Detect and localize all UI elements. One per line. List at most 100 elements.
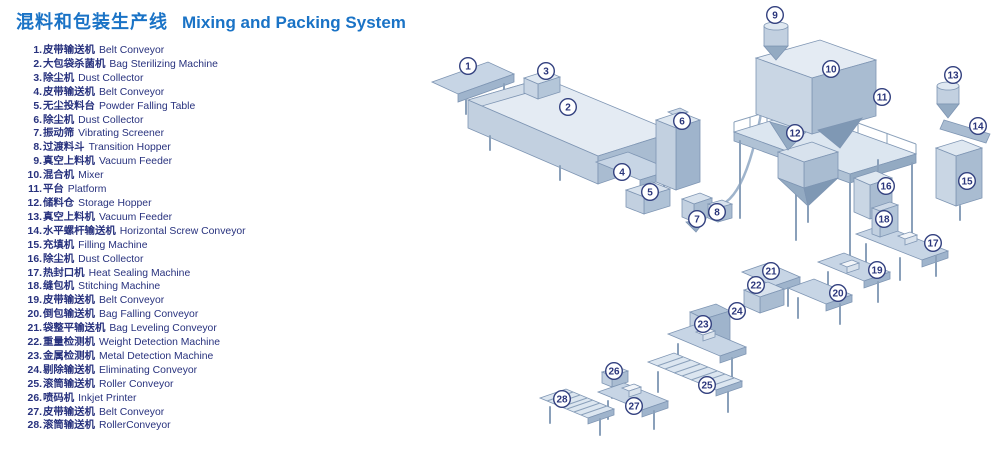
legend-english: Transition Hopper — [88, 142, 171, 154]
callout-13: 13 — [944, 65, 963, 84]
svg-text:6: 6 — [679, 116, 685, 127]
legend-number: 28. — [27, 420, 42, 432]
callout-21: 21 — [762, 262, 781, 281]
legend-english: Eliminating Conveyor — [98, 364, 198, 376]
callout-8: 8 — [708, 202, 727, 221]
svg-text:27: 27 — [628, 401, 640, 412]
machine-roller-conveyor-28 — [538, 388, 616, 436]
callout-28: 28 — [553, 390, 572, 409]
callout-24: 24 — [728, 302, 747, 321]
svg-text:13: 13 — [947, 70, 959, 81]
svg-text:2: 2 — [565, 102, 571, 113]
legend-chinese: 振动筛 — [43, 128, 75, 140]
callout-10: 10 — [822, 60, 841, 79]
legend-english: Vibrating Screener — [78, 128, 165, 140]
legend-number: 1. — [33, 45, 42, 56]
legend-chinese: 平台 — [43, 184, 64, 196]
machine-vacuum-feeder-9 — [763, 21, 789, 61]
legend-number: 2. — [33, 58, 42, 70]
callout-7: 7 — [688, 209, 707, 228]
legend-number: 15. — [27, 239, 42, 251]
callout-16: 16 — [877, 176, 896, 195]
title-chinese: 混料和包装生产线 — [16, 12, 168, 32]
legend-english: Horizontal Screw Conveyor — [119, 225, 246, 237]
legend-chinese: 金属检测机 — [43, 350, 95, 362]
svg-text:19: 19 — [871, 265, 883, 276]
legend-english: Heat Sealing Machine — [88, 267, 191, 279]
svg-text:4: 4 — [619, 167, 625, 178]
callout-23: 23 — [694, 315, 713, 334]
legend-english: Belt Conveyor — [98, 406, 165, 418]
callout-25: 25 — [698, 376, 717, 395]
legend-chinese: 皮带输送机 — [43, 295, 95, 307]
callout-1: 1 — [459, 57, 478, 76]
legend-number: 18. — [27, 281, 42, 293]
legend-chinese: 倒包输送机 — [43, 309, 95, 321]
legend-chinese: 储料仓 — [43, 197, 75, 209]
legend-english: Stitching Machine — [78, 281, 161, 293]
svg-text:14: 14 — [972, 121, 984, 132]
svg-text:16: 16 — [880, 181, 892, 192]
callout-11: 11 — [873, 87, 892, 106]
callout-17: 17 — [924, 233, 943, 252]
callout-markers: 1234567891011121314151617181920212223242… — [459, 5, 988, 416]
legend-chinese: 水平螺杆输送机 — [43, 225, 116, 237]
legend-english: Vacuum Feeder — [98, 211, 173, 223]
legend-number: 27. — [27, 406, 42, 418]
svg-text:7: 7 — [694, 214, 700, 225]
machine-mixer-10 — [754, 39, 878, 151]
legend-number: 4. — [33, 86, 42, 98]
legend-number: 23. — [27, 350, 42, 362]
legend-english: Bag Falling Conveyor — [98, 309, 199, 321]
legend-number: 10. — [27, 170, 42, 182]
callout-19: 19 — [868, 261, 887, 280]
legend-number: 25. — [27, 378, 42, 390]
legend-number: 16. — [27, 253, 42, 265]
legend-number: 12. — [27, 197, 42, 209]
legend-chinese: 真空上料机 — [43, 211, 95, 223]
legend-english: Storage Hopper — [78, 197, 152, 209]
legend-number: 7. — [33, 128, 42, 140]
legend-number: 17. — [27, 267, 42, 279]
svg-text:24: 24 — [731, 306, 743, 317]
legend-english: Bag Sterilizing Machine — [109, 58, 218, 70]
legend-number: 5. — [33, 100, 42, 112]
legend-number: 21. — [27, 323, 42, 335]
legend-chinese: 皮带输送机 — [43, 406, 95, 418]
machine-roller-conveyor-25 — [646, 352, 744, 413]
legend-english: Dust Collector — [78, 114, 144, 126]
legend-chinese: 皮带输送机 — [43, 45, 95, 56]
callout-5: 5 — [641, 182, 660, 201]
legend-chinese: 重量检测机 — [43, 337, 95, 349]
svg-text:28: 28 — [556, 394, 568, 405]
legend-english: Bag Leveling Conveyor — [109, 323, 217, 335]
legend-number: 20. — [27, 309, 42, 321]
legend-number: 13. — [27, 211, 42, 223]
callout-3: 3 — [537, 62, 556, 81]
legend-number: 19. — [27, 295, 42, 307]
legend-english: Roller Conveyor — [98, 378, 174, 390]
legend-number: 26. — [27, 392, 42, 404]
svg-text:10: 10 — [825, 64, 837, 75]
